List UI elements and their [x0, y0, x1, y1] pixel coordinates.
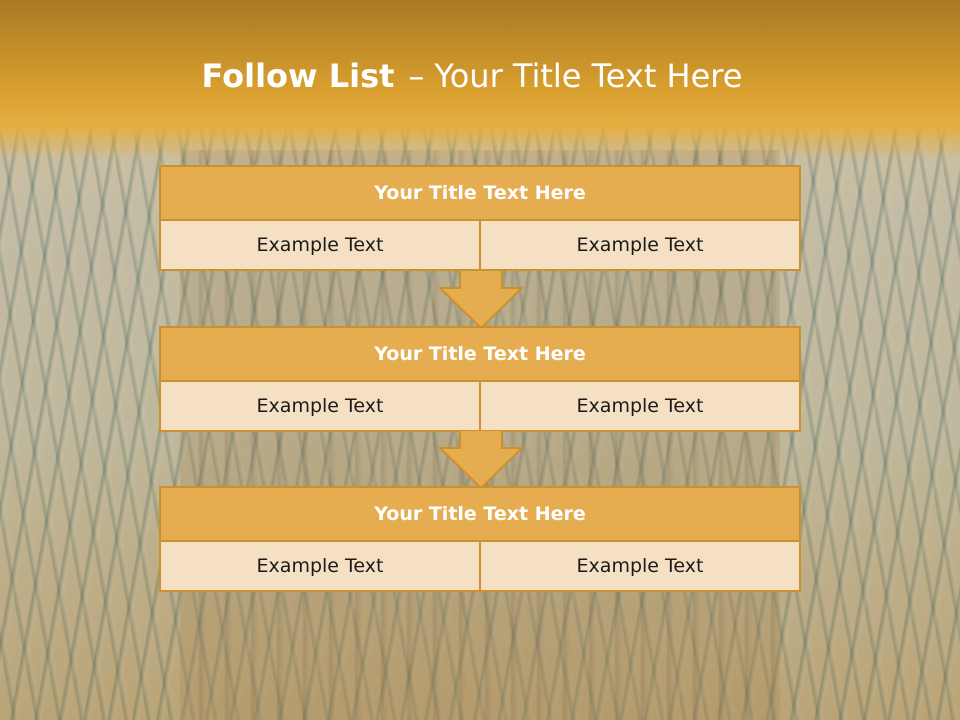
block-title: Your Title Text Here — [159, 165, 801, 221]
block-cell-right: Example Text — [479, 382, 799, 430]
block-title: Your Title Text Here — [159, 486, 801, 542]
follow-block-2: Your Title Text Here Example Text Exampl… — [159, 326, 801, 432]
block-cell-left: Example Text — [256, 395, 384, 417]
block-cell-right: Example Text — [479, 221, 799, 269]
down-arrow-icon — [438, 430, 524, 490]
block-cell-right: Example Text — [479, 542, 799, 590]
title-separator: – — [408, 57, 425, 95]
block-row: Example Text Example Text — [159, 542, 801, 592]
follow-block-3: Your Title Text Here Example Text Exampl… — [159, 486, 801, 592]
block-cell-left: Example Text — [256, 234, 384, 256]
block-row: Example Text Example Text — [159, 221, 801, 271]
block-row: Example Text Example Text — [159, 382, 801, 432]
title-bold: Follow List — [201, 57, 395, 95]
block-cell-left: Example Text — [256, 555, 384, 577]
down-arrow-icon — [438, 270, 524, 330]
title-rest: Your Title Text Here — [434, 57, 743, 95]
slide-title: Follow List–Your Title Text Here — [0, 54, 944, 98]
block-title: Your Title Text Here — [159, 326, 801, 382]
follow-block-1: Your Title Text Here Example Text Exampl… — [159, 165, 801, 271]
header-band — [0, 0, 960, 160]
